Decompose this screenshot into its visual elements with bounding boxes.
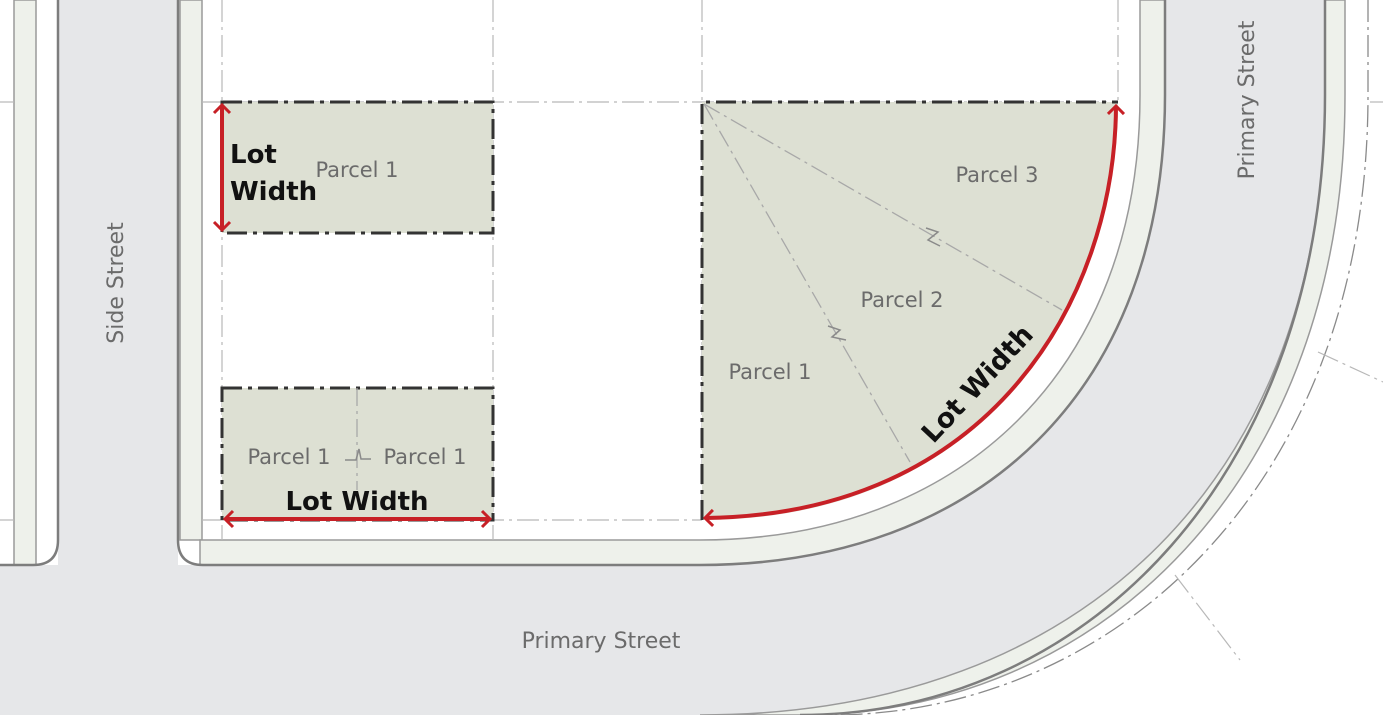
primary-street-right-label: Primary Street: [1235, 20, 1260, 179]
corner-lot: Parcel 1 Parcel 2 Parcel 3 Lot Width: [700, 100, 1126, 527]
lot-b-split-symbol: [345, 448, 371, 461]
sidewalk-primary-street-outer: [699, 0, 1346, 715]
lot-b-width-label: Lot Width: [285, 487, 428, 517]
sidewalk-side-street-left: [13, 0, 37, 566]
corner-parcel-1-label: Parcel 1: [728, 360, 811, 384]
lot-a-width-label-line2: Width: [230, 177, 317, 207]
side-street-label: Side Street: [104, 222, 129, 344]
corner-parcel-3-label: Parcel 3: [955, 163, 1038, 187]
street-pavement: [0, 0, 1325, 715]
sidewalk-side-street-right: [179, 0, 203, 541]
lot-b-parcel-left-label: Parcel 1: [247, 445, 330, 469]
lot-a: Parcel 1 Lot Width: [212, 100, 495, 235]
lot-a-width-label-line1: Lot: [230, 140, 277, 170]
property-line-outer: [829, 0, 1369, 715]
lot-b: Parcel 1 Parcel 1 Lot Width: [220, 386, 495, 529]
lot-a-parcel-label: Parcel 1: [315, 158, 398, 182]
primary-street-bottom-label: Primary Street: [522, 629, 681, 654]
primary-street-pavement: [0, 0, 1325, 715]
corner-lot-width-arrow: [702, 103, 1126, 527]
corner-parcel-2-label: Parcel 2: [860, 288, 943, 312]
corner-lot-boundary: [700, 100, 1118, 520]
lot-b-parcel-right-label: Parcel 1: [383, 445, 466, 469]
lot-a-parcel: [220, 100, 495, 235]
sidewalks: [13, 0, 1346, 715]
